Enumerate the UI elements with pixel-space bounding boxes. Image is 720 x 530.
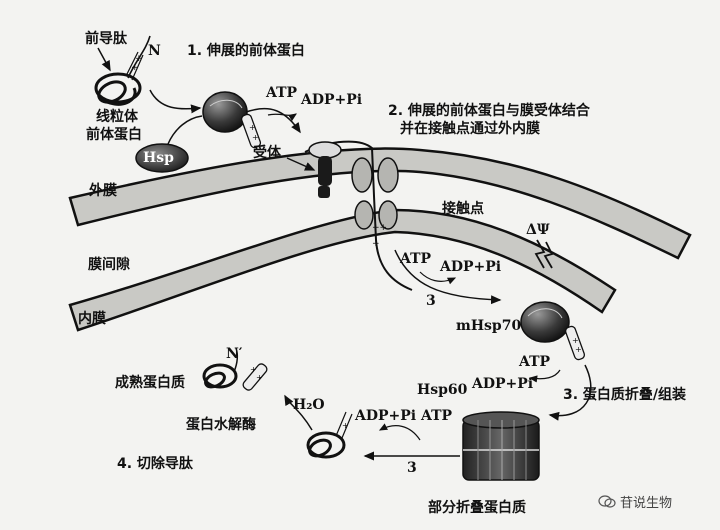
svg-text:+: + (249, 123, 256, 132)
n-terminus-label: N (148, 43, 161, 59)
precursor-label-line2: 前体蛋白 (86, 127, 142, 143)
unfolded-precursor: + + (202, 91, 262, 149)
mhsp70-label: mHsp70 (456, 318, 522, 334)
adp-pi-label-1: ADP+Pi (301, 92, 363, 108)
precursor-label-line1: 线粒体 (96, 109, 138, 125)
step1-label: 1. 伸展的前体蛋白 (187, 43, 305, 59)
intermembrane-space-label: 膜间隙 (88, 257, 130, 273)
hsp60-barrel (462, 411, 540, 481)
mhsp70-complex: + + (520, 301, 586, 361)
wechat-icon (598, 494, 616, 509)
presequence-label: 前导肽 (85, 31, 127, 47)
atp-label-1: ATP (266, 85, 298, 101)
svg-text:+: + (342, 421, 349, 430)
atp-label-3: ATP (519, 354, 551, 370)
receptor-shape (308, 141, 342, 198)
inner-membrane (68, 208, 617, 332)
processed-coil (306, 431, 346, 459)
watermark-text: 苷说生物 (620, 496, 673, 511)
svg-text:+: + (372, 239, 380, 249)
contact-site-label: 接触点 (442, 201, 484, 217)
step-number-3a: 3 (426, 293, 436, 309)
step3-label: 3. 蛋白质折叠/组装 (563, 387, 687, 403)
precursor-coil (94, 72, 142, 106)
step2-label-line2: 并在接触点通过外内膜 (400, 121, 540, 137)
watermark: 苷说生物 (598, 492, 672, 511)
hsp-label: Hsp (143, 150, 174, 166)
n-prime-label: N′ (226, 346, 243, 362)
step-number-3b: 3 (407, 460, 417, 476)
hsp60-label: Hsp60 (417, 382, 468, 398)
svg-text:+: + (252, 133, 259, 142)
svg-text:+: + (250, 365, 257, 374)
step2-label-line1: 2. 伸展的前体蛋白与膜受体结合 (388, 103, 590, 119)
import-channel (351, 157, 399, 230)
adp-pi-label-3: ADP+Pi (472, 376, 534, 392)
atp-label-2: ATP (400, 251, 432, 267)
svg-text:+: + (256, 373, 263, 382)
outer-membrane-label: 外膜 (89, 183, 117, 199)
svg-text:+: + (131, 63, 139, 73)
h2o-label: H₂O (293, 397, 325, 413)
protease-label: 蛋白水解酶 (186, 417, 256, 433)
svg-text:+: + (135, 54, 143, 64)
svg-text:+: + (575, 345, 582, 354)
hsp-chaperone (135, 143, 189, 173)
mature-protein-coil (202, 363, 238, 389)
step4-label: 4. 切除导肽 (117, 456, 193, 472)
partially-folded-label: 部分折叠蛋白质 (428, 500, 526, 516)
adp-pi-label-2: ADP+Pi (440, 259, 502, 275)
inner-membrane-label: 内膜 (78, 311, 106, 327)
svg-text:+: + (572, 336, 579, 345)
mature-protein-label: 成熟蛋白质 (115, 375, 185, 391)
receptor-label: 受体 (253, 145, 281, 161)
delta-psi-label: ΔΨ (526, 222, 550, 238)
adp-pi-atp-label: ADP+Pi ATP (355, 408, 453, 424)
svg-text:++: ++ (372, 223, 387, 233)
cleaved-presequence (242, 363, 268, 391)
